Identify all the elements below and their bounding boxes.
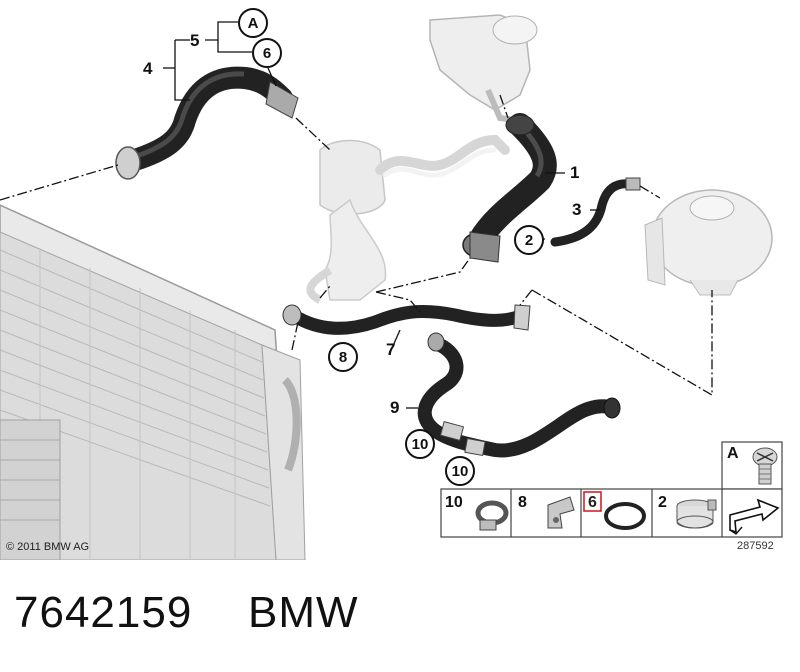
dash-dot-lines <box>0 94 713 397</box>
thermostat-housing <box>429 14 538 123</box>
radiator <box>0 204 306 560</box>
copyright-text: © 2011 BMW AG <box>6 541 90 553</box>
callout-10-lower: 10 <box>445 456 475 486</box>
hose-1 <box>462 113 557 263</box>
callout-2: 2 <box>514 225 544 255</box>
part-number: 7642159 <box>14 588 193 637</box>
callout-10-upper: 10 <box>405 429 435 459</box>
hose-clamp-icon <box>475 500 509 531</box>
legend-cell-10: 10 <box>445 494 463 511</box>
callout-8: 8 <box>328 342 358 372</box>
callout-5: 5 <box>190 31 200 50</box>
callout-4: 4 <box>143 59 153 78</box>
callout-7: 7 <box>386 340 396 359</box>
legend-cell-8: 8 <box>518 494 527 511</box>
spring-band-clamp-icon <box>676 499 717 529</box>
parts-diagram: 5 4 A 6 1 2 3 8 7 9 10 10 A 10 8 6 2 © 2… <box>0 8 783 560</box>
diagram-reference-number: 287592 <box>737 540 774 552</box>
callout-9: 9 <box>390 398 400 417</box>
hose-4 <box>115 66 299 180</box>
callout-1: 1 <box>570 163 580 182</box>
hose-7 <box>282 304 531 335</box>
callout-3: 3 <box>572 200 582 219</box>
brand-name: BMW <box>248 588 359 637</box>
bracket-icon <box>547 496 575 529</box>
engine-ghost <box>306 134 510 304</box>
legend-label-a: A <box>727 445 739 462</box>
hose-9 <box>417 332 621 458</box>
callout-A: A <box>238 8 268 38</box>
legend-cell-6: 6 <box>588 494 597 511</box>
bleed-screw-icon <box>752 447 778 485</box>
hose-3 <box>550 177 641 247</box>
expansion-tank <box>644 189 773 296</box>
o-ring-icon <box>583 491 646 530</box>
callout-6: 6 <box>252 38 282 68</box>
legend-cell-2: 2 <box>658 494 667 511</box>
direction-arrow-icon <box>729 498 780 535</box>
